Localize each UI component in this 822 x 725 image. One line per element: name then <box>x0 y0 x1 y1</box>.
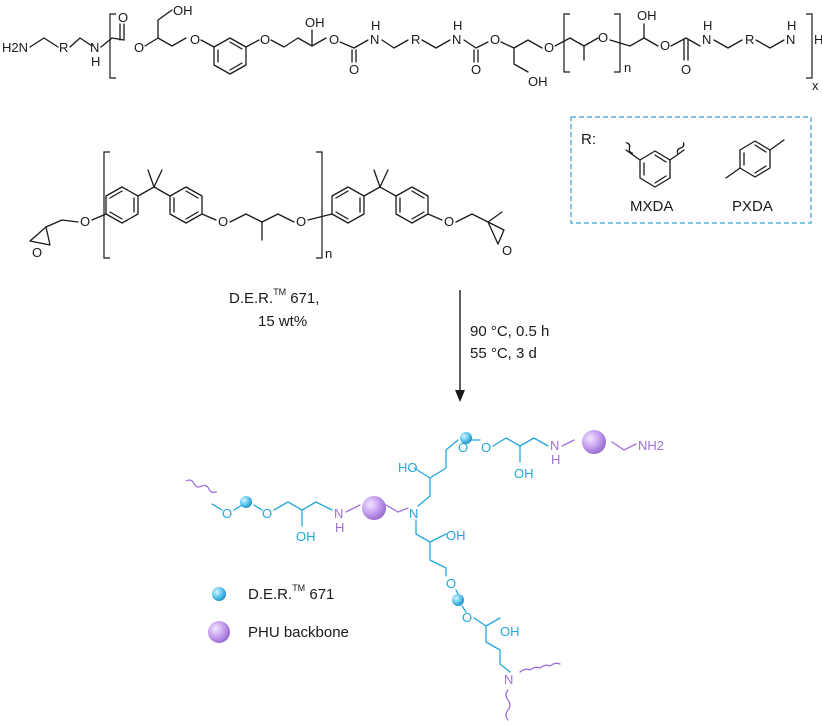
svg-text:O: O <box>471 62 481 77</box>
der-bracket-left <box>103 151 110 259</box>
svg-text:HO: HO <box>398 460 418 475</box>
reaction-arrow <box>455 290 465 402</box>
svg-text:O: O <box>444 214 454 229</box>
legend-phu-marker <box>208 621 230 643</box>
svg-text:N: N <box>370 32 379 47</box>
der-sphere <box>460 432 472 444</box>
svg-text:O: O <box>481 440 491 455</box>
repeat-bracket-left <box>109 13 116 79</box>
svg-text:O: O <box>681 62 691 77</box>
svg-text:H: H <box>787 18 796 33</box>
legend-der-marker <box>212 587 226 601</box>
svg-text:OH: OH <box>500 624 520 639</box>
carbamate-h-label: H <box>91 54 100 69</box>
svg-text:O: O <box>190 32 200 47</box>
phu-sphere-markers <box>362 430 606 520</box>
reaction-condition-2: 55 °C, 3 d <box>470 345 537 362</box>
crosslinked-network: O O OH N H N HO O O OH N H NH2 OH O <box>185 437 664 721</box>
legend-phu-label: PHU backbone <box>248 624 349 641</box>
svg-text:H: H <box>814 32 822 47</box>
svg-text:O: O <box>32 245 42 260</box>
svg-text:O: O <box>446 576 456 591</box>
svg-text:O: O <box>118 10 128 25</box>
svg-text:O: O <box>502 243 512 258</box>
r-group-label: R <box>59 40 68 55</box>
der-sphere <box>240 496 252 508</box>
amine-end-label: H2N <box>2 40 28 55</box>
repeat-subscript-x: x <box>812 78 819 93</box>
svg-text:H: H <box>551 452 560 467</box>
der-sphere <box>452 594 464 606</box>
der-loading-label: 15 wt% <box>258 313 307 330</box>
svg-text:O: O <box>329 32 339 47</box>
svg-text:O: O <box>296 214 306 229</box>
der-sphere-markers <box>240 432 472 606</box>
repeat-bracket-inner-left <box>563 13 570 73</box>
svg-text:O: O <box>349 62 359 77</box>
svg-text:O: O <box>544 40 554 55</box>
mxda-label: MXDA <box>630 198 673 215</box>
svg-text:H: H <box>335 520 344 535</box>
phu-polymer-structure: H2N R N H O O OH O O OH O O N H R <box>2 3 822 93</box>
svg-text:OH: OH <box>296 529 316 544</box>
der-repeat-subscript-n: n <box>325 246 332 261</box>
svg-text:O: O <box>458 440 468 455</box>
svg-text:H: H <box>703 18 712 33</box>
r-group-box-label: R: <box>581 131 596 148</box>
svg-text:R: R <box>745 32 754 47</box>
svg-text:O: O <box>598 30 608 45</box>
svg-text:R: R <box>411 32 420 47</box>
r-group-definition-box: R: MXDA PXDA <box>570 116 812 224</box>
svg-text:N: N <box>504 672 513 687</box>
mxda-structure <box>625 142 685 188</box>
repeat-bracket-right <box>806 13 813 79</box>
phu-sphere <box>582 430 606 454</box>
svg-text:O: O <box>660 38 670 53</box>
svg-text:OH: OH <box>514 466 534 481</box>
svg-text:O: O <box>262 506 272 521</box>
svg-text:OH: OH <box>446 528 466 543</box>
svg-text:O: O <box>80 214 90 229</box>
legend-der-label: D.E.R.TM 671 <box>248 583 334 603</box>
legend: D.E.R.TM 671 PHU backbone <box>208 583 349 643</box>
svg-text:N: N <box>702 32 711 47</box>
phu-sphere <box>362 496 386 520</box>
svg-text:N: N <box>550 438 559 453</box>
svg-text:N: N <box>786 32 795 47</box>
svg-text:O: O <box>462 610 472 625</box>
svg-text:N: N <box>334 506 343 521</box>
svg-text:O: O <box>490 32 500 47</box>
svg-text:NH2: NH2 <box>638 438 664 453</box>
svg-text:OH: OH <box>637 8 657 23</box>
der-bracket-right <box>316 151 323 259</box>
svg-text:OH: OH <box>173 3 193 18</box>
svg-text:N: N <box>452 32 461 47</box>
carbamate-n-label: N <box>90 40 99 55</box>
svg-text:OH: OH <box>305 15 325 30</box>
svg-text:O: O <box>218 214 228 229</box>
pxda-label: PXDA <box>732 198 773 215</box>
svg-text:O: O <box>222 506 232 521</box>
svg-text:O: O <box>260 32 270 47</box>
repeat-subscript-n: n <box>624 60 631 75</box>
svg-text:O: O <box>134 40 144 55</box>
svg-text:H: H <box>453 18 462 33</box>
pxda-structure <box>725 139 785 179</box>
reaction-condition-1: 90 °C, 0.5 h <box>470 323 549 340</box>
svg-text:OH: OH <box>528 74 548 89</box>
network-central-n: N <box>409 506 418 521</box>
svg-text:H: H <box>371 18 380 33</box>
der-671-structure: O O O O n <box>29 151 512 261</box>
